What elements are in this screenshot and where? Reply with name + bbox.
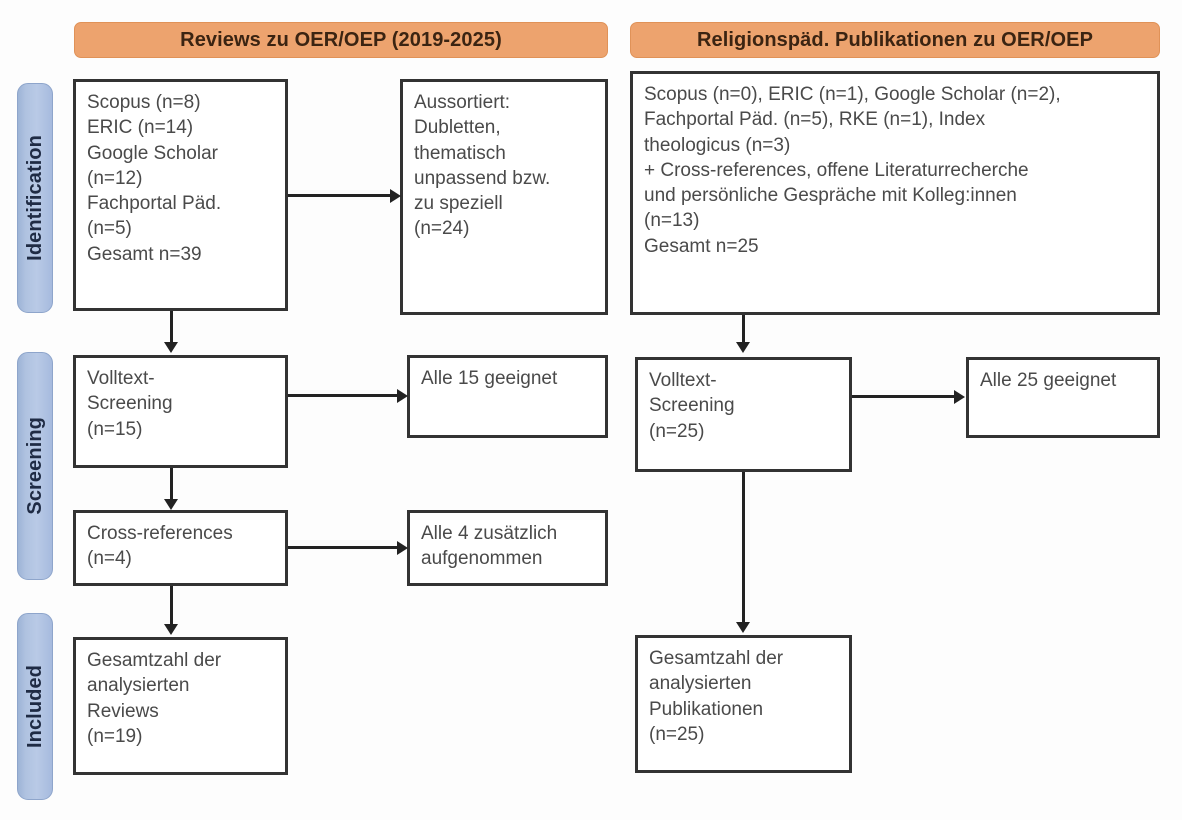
- connector-left-sources-to-fulltext: [170, 311, 173, 344]
- box-right-sources: Scopus (n=0), ERIC (n=1), Google Scholar…: [630, 71, 1160, 315]
- box-left-included-total: Gesamtzahl der analysierten Reviews (n=1…: [73, 637, 288, 775]
- arrowhead-left-sources-to-excluded: [390, 189, 401, 203]
- phase-tab-screening-label: Screening: [23, 417, 46, 515]
- connector-right-fulltext-to-included: [742, 472, 745, 624]
- connector-right-fulltext-to-result: [852, 395, 956, 398]
- box-left-fulltext-result: Alle 15 geeignet: [407, 355, 608, 438]
- phase-tab-included: Included: [17, 613, 53, 800]
- connector-right-sources-to-fulltext: [742, 315, 745, 344]
- column-header-right: Religionspäd. Publikationen zu OER/OEP: [630, 22, 1160, 58]
- box-left-excluded: Aussortiert: Dubletten, thematisch unpas…: [400, 79, 608, 315]
- arrowhead-left-crossrefs-to-result: [397, 541, 408, 555]
- box-left-crossrefs: Cross-references (n=4): [73, 510, 288, 586]
- phase-tab-identification: Identification: [17, 83, 53, 313]
- connector-left-crossrefs-to-included: [170, 586, 173, 626]
- phase-tab-included-label: Included: [23, 664, 46, 749]
- connector-left-crossrefs-to-result: [288, 546, 399, 549]
- box-right-fulltext-result: Alle 25 geeignet: [966, 357, 1160, 438]
- box-right-fulltext-screening: Volltext- Screening (n=25): [635, 357, 852, 472]
- arrowhead-right-fulltext-to-included: [736, 622, 750, 633]
- connector-left-fulltext-to-crossrefs: [170, 468, 173, 501]
- column-header-left: Reviews zu OER/OEP (2019-2025): [74, 22, 608, 58]
- arrowhead-left-fulltext-to-result: [397, 389, 408, 403]
- box-left-sources: Scopus (n=8) ERIC (n=14) Google Scholar …: [73, 79, 288, 311]
- connector-left-sources-to-excluded: [288, 194, 392, 197]
- box-right-included-total: Gesamtzahl der analysierten Publikatione…: [635, 635, 852, 773]
- arrowhead-right-fulltext-to-result: [954, 390, 965, 404]
- connector-left-fulltext-to-result: [288, 394, 399, 397]
- box-left-fulltext-screening: Volltext- Screening (n=15): [73, 355, 288, 468]
- phase-tab-identification-label: Identification: [23, 135, 46, 261]
- phase-tab-screening: Screening: [17, 352, 53, 580]
- arrowhead-left-fulltext-to-crossrefs: [164, 499, 178, 510]
- arrowhead-right-sources-to-fulltext: [736, 342, 750, 353]
- arrowhead-left-sources-to-fulltext: [164, 342, 178, 353]
- box-left-crossrefs-result: Alle 4 zusätzlich aufgenommen: [407, 510, 608, 586]
- arrowhead-left-crossrefs-to-included: [164, 624, 178, 635]
